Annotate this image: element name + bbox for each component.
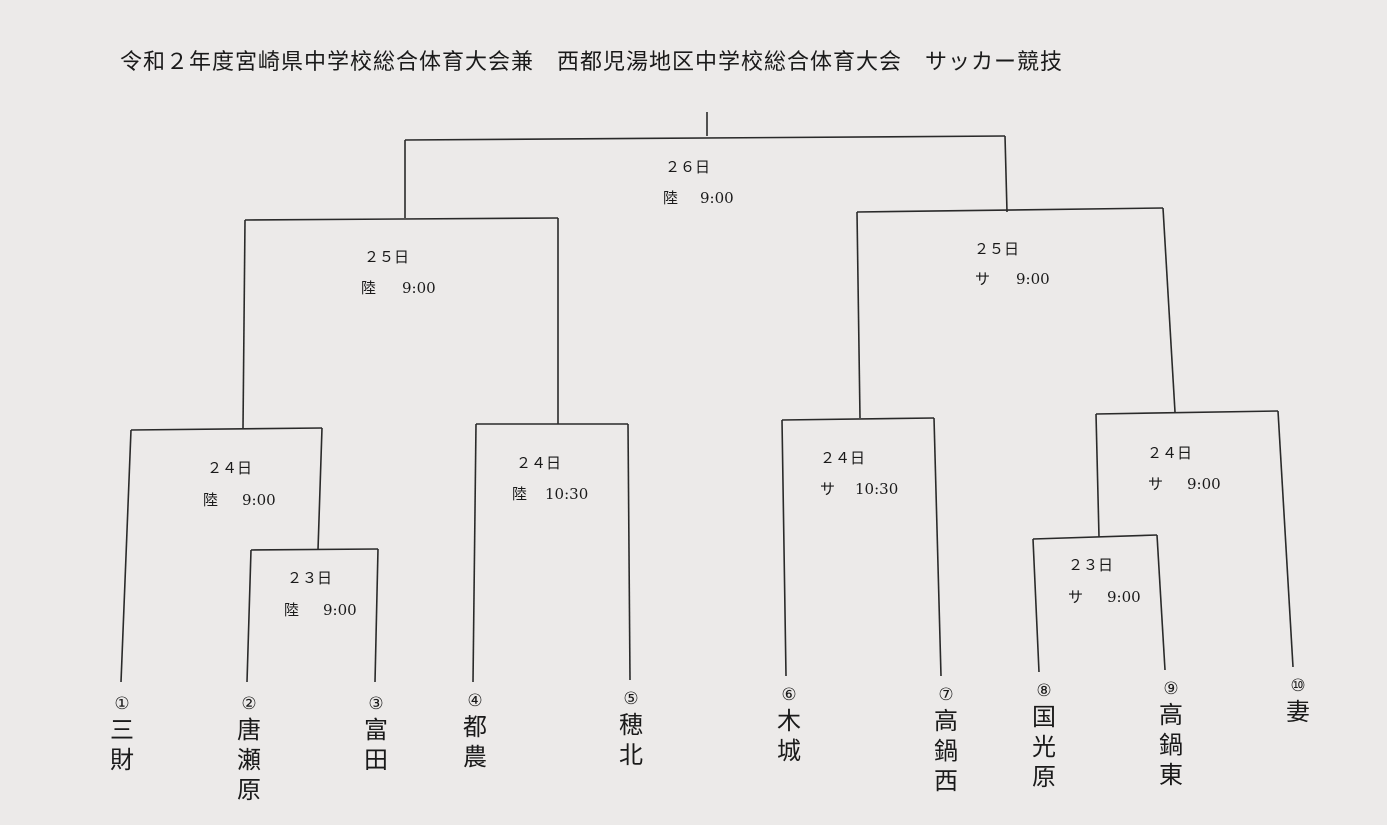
team-number: ⑥ [781, 685, 797, 705]
team-name: 都 農 [463, 713, 487, 771]
final-right-leg [1004, 135, 1008, 213]
venue: 陸 [284, 601, 300, 619]
time: 9:00 [402, 279, 436, 297]
team-6: ⑥ 木 城 [773, 684, 805, 766]
team-name: 唐 瀬 原 [237, 716, 261, 804]
qf4-leg-a [1095, 413, 1100, 538]
team-name: 穂 北 [619, 711, 643, 769]
semi-right-leg-a [856, 211, 861, 419]
time: 9:00 [1107, 588, 1141, 606]
team-number: ⑦ [938, 685, 954, 705]
match-qf1-day: ２４日 [207, 459, 253, 477]
qf3-leg-a [781, 419, 787, 677]
final-top [404, 135, 1006, 141]
team-number: ⑩ [1290, 676, 1306, 696]
time: 9:00 [1187, 475, 1221, 493]
r1-right-leg-a [1032, 538, 1040, 673]
r1-left-leg-a [246, 549, 252, 683]
team-3: ③ 富 田 [360, 693, 392, 775]
match-semi-right-time: サ 9:00 [975, 272, 1050, 287]
venue: 陸 [361, 279, 377, 297]
team-number: ⑤ [623, 689, 639, 709]
team-number: ③ [368, 694, 384, 714]
time: 9:00 [242, 491, 276, 509]
team-name: 木 城 [777, 707, 801, 765]
qf2-leg-b [627, 423, 631, 681]
venue: 陸 [512, 485, 528, 503]
time: 10:30 [855, 480, 899, 498]
venue: サ [820, 480, 836, 498]
venue: サ [1068, 588, 1084, 606]
team-name: 富 田 [364, 716, 388, 774]
team-1: ① 三 財 [106, 693, 138, 775]
match-r1-left-day: ２３日 [287, 569, 333, 587]
team-number: ⑧ [1036, 681, 1052, 701]
page-title: 令和２年度宮崎県中学校総合体育大会兼 西都児湯地区中学校総合体育大会 サッカー競… [120, 50, 1064, 75]
match-qf3-time: サ 10:30 [820, 482, 898, 497]
team-number: ② [241, 694, 257, 714]
team-7: ⑦ 高 鍋 西 [930, 684, 962, 796]
team-name: 妻 [1286, 698, 1310, 726]
match-semi-right-day: ２５日 [974, 240, 1020, 258]
team-name: 高 鍋 東 [1159, 701, 1183, 789]
team-number: ⑨ [1163, 679, 1179, 699]
venue: サ [1148, 475, 1164, 493]
match-r1-left-time: 陸 9:00 [284, 603, 357, 618]
r1-left-leg-b [374, 548, 379, 683]
team-9: ⑨ 高 鍋 東 [1155, 678, 1187, 790]
qf1-leg-a [120, 429, 132, 683]
match-qf2-day: ２４日 [516, 454, 562, 472]
match-semi-left-time: 陸 9:00 [361, 281, 436, 296]
match-semi-left-day: ２５日 [364, 248, 410, 266]
match-final-day: ２６日 [665, 158, 711, 176]
team-8: ⑧ 国 光 原 [1028, 680, 1060, 792]
qf1-top [130, 427, 323, 431]
semi-right-top [856, 207, 1164, 213]
r1-left-top [250, 548, 379, 551]
team-name: 三 財 [110, 716, 134, 774]
team-4: ④ 都 農 [459, 690, 491, 772]
team-10: ⑩ 妻 [1282, 675, 1314, 727]
venue: 陸 [203, 491, 219, 509]
match-qf4-day: ２４日 [1147, 444, 1193, 462]
match-r1-right-time: サ 9:00 [1068, 590, 1141, 605]
match-qf2-time: 陸 10:30 [512, 487, 588, 502]
time: 9:00 [323, 601, 357, 619]
semi-left-leg-a [242, 219, 246, 429]
match-qf1-time: 陸 9:00 [203, 493, 276, 508]
team-name: 国 光 原 [1032, 703, 1056, 791]
match-qf3-day: ２４日 [820, 449, 866, 467]
venue: サ [975, 270, 991, 288]
semi-right-leg-b [1162, 207, 1176, 413]
match-r1-right-day: ２３日 [1068, 556, 1114, 574]
qf1-leg-b [317, 427, 323, 551]
time: 9:00 [1016, 270, 1050, 288]
qf3-leg-b [933, 417, 942, 677]
team-number: ④ [467, 691, 483, 711]
venue: 陸 [663, 189, 679, 207]
qf3-top [781, 417, 935, 421]
r1-right-top [1032, 534, 1158, 540]
qf4-top [1095, 410, 1279, 415]
team-name: 高 鍋 西 [934, 707, 958, 795]
time: 9:00 [700, 189, 734, 207]
team-5: ⑤ 穂 北 [615, 688, 647, 770]
r1-right-leg-b [1156, 534, 1166, 671]
team-number: ① [114, 694, 130, 714]
match-final-time: 陸 9:00 [663, 191, 734, 206]
qf2-leg-a [472, 423, 477, 683]
semi-left-top [244, 217, 559, 221]
match-qf4-time: サ 9:00 [1148, 477, 1221, 492]
qf4-leg-b [1277, 410, 1294, 668]
team-2: ② 唐 瀬 原 [233, 693, 265, 805]
time: 10:30 [545, 485, 589, 503]
